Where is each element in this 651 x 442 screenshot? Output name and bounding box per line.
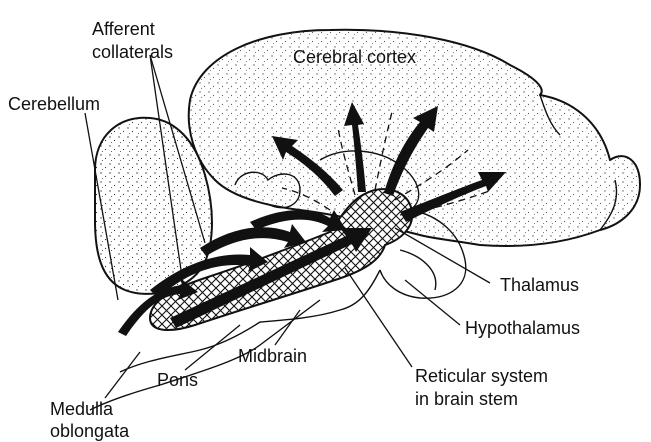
label-reticular-line1: Reticular system — [415, 366, 548, 386]
label-reticular-line2: in brain stem — [415, 389, 518, 409]
leader-pons — [185, 325, 240, 370]
label-thalamus: Thalamus — [500, 275, 579, 295]
label-medulla-line1: Medulla — [50, 399, 114, 419]
label-cerebellum: Cerebellum — [8, 94, 100, 114]
label-cerebral-cortex: Cerebral cortex — [293, 47, 416, 67]
leader-medulla — [105, 352, 140, 398]
leader-hypothalamus — [405, 280, 460, 325]
label-medulla-line2: oblongata — [50, 421, 130, 441]
label-pons: Pons — [157, 370, 198, 390]
label-afferent-line2: collaterals — [92, 42, 173, 62]
leader-midbrain — [275, 310, 300, 345]
label-midbrain: Midbrain — [238, 346, 307, 366]
label-afferent-line1: Afferent — [92, 19, 155, 39]
leader-reticular — [345, 268, 412, 367]
label-hypothalamus: Hypothalamus — [465, 318, 580, 338]
